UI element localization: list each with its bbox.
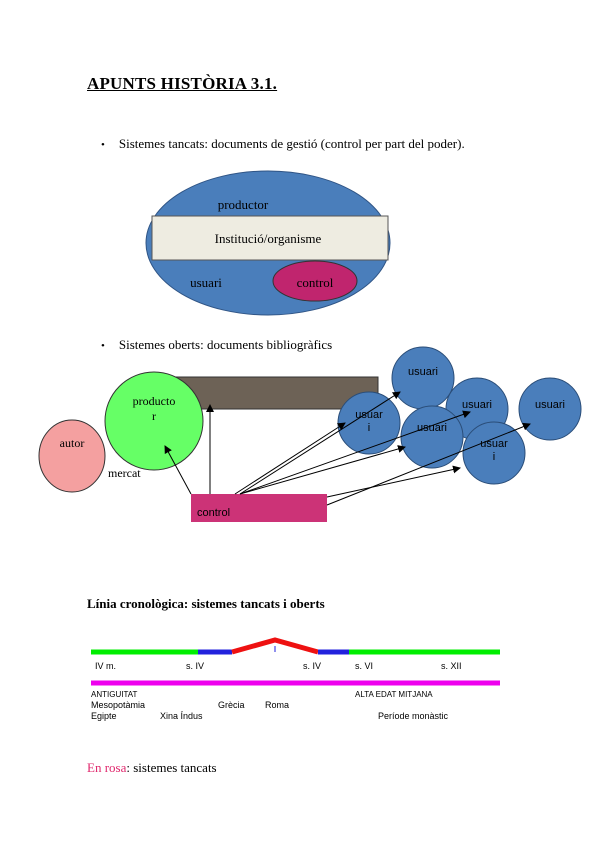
arrow (234, 422, 346, 495)
arrow (239, 410, 471, 495)
tick-label: s. IV (186, 661, 204, 671)
legend-note: En rosa: sistemes tancats (87, 760, 217, 776)
tick-label: IV m. (95, 661, 116, 671)
user-circle-lower (462, 421, 526, 485)
period-label: ANTIGUITAT (91, 690, 137, 699)
arrow (164, 445, 192, 495)
tick-label: s. XII (441, 661, 462, 671)
control-ellipse (272, 260, 358, 302)
legend-text: : sistemes tancats (126, 760, 217, 775)
user-label-lower-line2: i (493, 451, 495, 463)
bullet-closed-systems: • Sistemes tancats: documents de gestió (… (101, 136, 465, 152)
producer-label-line1: producto (133, 394, 176, 408)
institution-box (151, 215, 389, 261)
culture-label: Egipte (91, 711, 117, 721)
tick-label: s. IV (303, 661, 321, 671)
culture-label: Grècia (218, 700, 245, 710)
culture-label: Període monàstic (378, 711, 449, 721)
culture-label: Mesopotàmia (91, 700, 145, 710)
producer-label-line2: r (152, 409, 156, 423)
user-label: usuari (190, 275, 222, 290)
bullet-text: Sistemes tancats: documents de gestió (c… (118, 136, 465, 151)
user-label-left-line2: i (368, 422, 370, 434)
culture-label: Roma (265, 700, 289, 710)
control-box (191, 494, 327, 522)
control-label: control (197, 507, 230, 519)
control-label: control (297, 275, 334, 290)
legend-highlight: En rosa (87, 760, 127, 775)
bullet-open-systems: • Sistemes oberts: documents bibliogràfic… (101, 337, 332, 353)
arrow (239, 445, 406, 495)
user-circle-far-right (518, 377, 582, 441)
author-label: autor (60, 436, 85, 450)
bullet-icon: • (101, 139, 105, 151)
producer-label: productor (218, 197, 269, 212)
user-label-middle: usuari (417, 422, 447, 434)
user-label-right-middle: usuari (462, 399, 492, 411)
user-label-lower-line1: usuar (480, 438, 508, 450)
chronology-title: Línia cronològica: sistemes tancats i ob… (87, 596, 325, 611)
bullet-text: Sistemes oberts: documents bibliogràfics (118, 337, 333, 352)
arrow (326, 422, 531, 506)
producer-circle (104, 371, 204, 471)
page-title: APUNTS HISTÒRIA 3.1. (87, 74, 278, 93)
arrow (326, 465, 461, 498)
user-label-far-right: usuari (535, 399, 565, 411)
author-circle (38, 419, 106, 493)
bullet-icon: • (101, 340, 105, 352)
user-label-left-line1: usuar (355, 409, 383, 421)
timeline-red-segment (231, 637, 319, 655)
tick-label: s. VI (355, 661, 373, 671)
arrow (239, 391, 401, 495)
culture-label: Xina Índus (160, 711, 203, 721)
user-label-top: usuari (408, 366, 438, 378)
period-label: ALTA EDAT MITJANA (355, 690, 433, 699)
market-label: mercat (108, 466, 141, 480)
institution-label: Institució/organisme (215, 231, 322, 246)
